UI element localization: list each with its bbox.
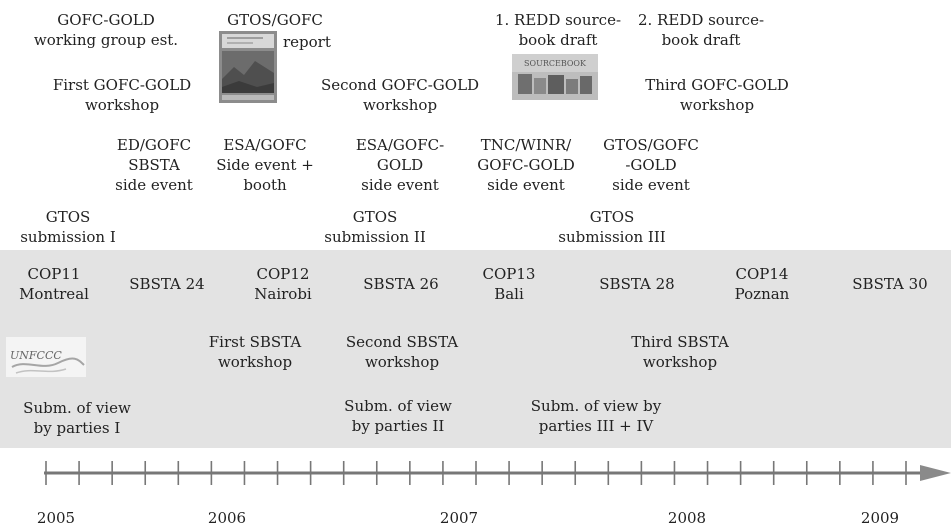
side-event-esa-gofc-gold: ESA/GOFC- GOLD side event (355, 136, 445, 194)
sourcebook-cover-title: SOURCEBOOK (524, 59, 587, 68)
third-gofc-gold-workshop: Third GOFC-GOLD workshop (645, 76, 789, 114)
meeting-cop13: COP13 Bali (482, 265, 536, 303)
gtos-gofc-report-sub: report (283, 33, 331, 51)
year-2009: 2009 (860, 509, 900, 527)
side-event-tnc-winr: TNC/WINR/ GOFC-GOLD side event (477, 136, 575, 194)
timeline-arrow (920, 465, 951, 481)
party-submission-1: Subm. of view by parties I (23, 399, 131, 437)
gtos-submission-1: GTOS submission I (20, 208, 116, 246)
unfccc-logo-text: UNFCCC (10, 349, 62, 362)
meeting-sbsta24: SBSTA 24 (129, 275, 205, 293)
year-2006: 2006 (207, 509, 247, 527)
gtos-submission-3: GTOS submission III (558, 208, 666, 246)
meeting-sbsta26: SBSTA 26 (363, 275, 439, 293)
party-submission-2: Subm. of view by parties II (344, 397, 452, 435)
first-sbsta-workshop: First SBSTA workshop (208, 333, 302, 371)
gtos-gofc-report-title: GTOS/GOFC (227, 11, 323, 29)
side-event-esa-gofc: ESA/GOFC Side event + booth (216, 136, 314, 194)
gtos-gofc-report-cover (219, 31, 277, 103)
second-sbsta-workshop: Second SBSTA workshop (345, 333, 459, 371)
meeting-cop14: COP14 Poznan (734, 265, 790, 303)
meeting-cop11: COP11 Montreal (19, 265, 89, 303)
redd-sourcebook-cover: SOURCEBOOK (512, 54, 598, 100)
gofc-gold-est-label: GOFC-GOLD working group est. (33, 11, 179, 49)
year-2007: 2007 (439, 509, 479, 527)
gtos-submission-2: GTOS submission II (324, 208, 426, 246)
timeline-ticks (45, 461, 907, 485)
side-event-gtos-gofc-gold: GTOS/GOFC -GOLD side event (603, 136, 699, 194)
redd-sourcebook-draft-1: 1. REDD source- book draft (494, 11, 622, 49)
unfccc-logo: UNFCCC (6, 337, 86, 377)
third-sbsta-workshop: Third SBSTA workshop (631, 333, 729, 371)
year-2005: 2005 (36, 509, 76, 527)
meeting-sbsta30: SBSTA 30 (852, 275, 928, 293)
redd-sourcebook-draft-2: 2. REDD source- book draft (637, 11, 765, 49)
meeting-sbsta28: SBSTA 28 (599, 275, 675, 293)
timeline-axis (44, 461, 951, 485)
unfccc-meeting-band (0, 250, 951, 448)
party-submission-3: Subm. of view by parties III + IV (530, 397, 662, 435)
side-event-ed-gofc: ED/GOFC SBSTA side event (115, 136, 193, 194)
first-gofc-gold-workshop: First GOFC-GOLD workshop (52, 76, 192, 114)
second-gofc-gold-workshop: Second GOFC-GOLD workshop (320, 76, 480, 114)
meeting-cop12: COP12 Nairobi (254, 265, 312, 303)
year-2008: 2008 (667, 509, 707, 527)
